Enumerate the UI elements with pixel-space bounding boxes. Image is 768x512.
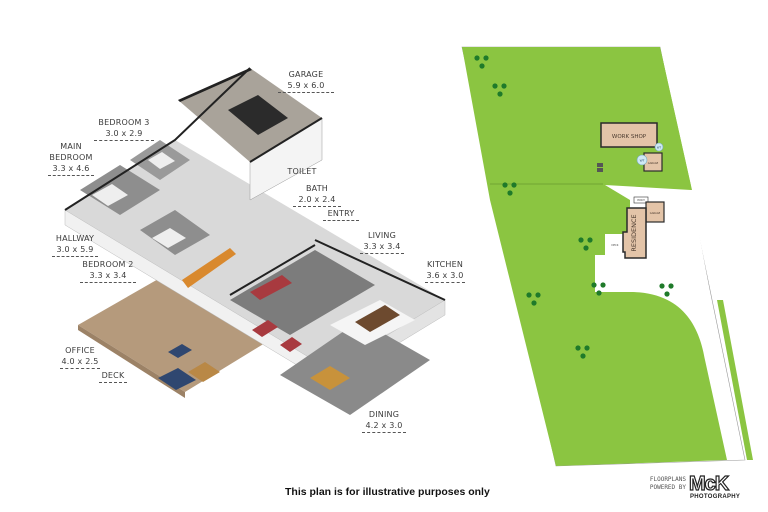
workshop-label: WORK SHOP [612, 134, 647, 140]
water-tank-label: WT [657, 146, 662, 150]
floorplan-illustration [64, 67, 446, 415]
water-tank-icon [636, 154, 648, 166]
room-label-hallway: HALLWAY 3.0 x 5.9 [52, 233, 98, 257]
brand-powered-by: FLOORPLANS POWERED BY [649, 476, 686, 491]
brand-photography: PHOTOGRAPHY [690, 494, 741, 500]
deck-label: DECK [612, 243, 619, 247]
porch-label: PORCH [637, 199, 645, 202]
residence-garage-label: GARAGE [650, 211, 661, 215]
tree-clusters [474, 55, 674, 359]
room-label-deck: DECK [99, 370, 127, 383]
room-label-bedroom-2: BEDROOM 2 3.3 x 3.4 [80, 259, 136, 283]
room-label-bath: BATH 2.0 x 2.4 [293, 183, 341, 207]
brand-mck-logo: McK [688, 473, 729, 495]
shed-garage-label: GARAGE [648, 161, 659, 165]
disclaimer-text: This plan is for illustrative purposes o… [285, 486, 490, 498]
site-plan: WORK SHOP GARAGE RESIDENCE GARAGE DECK P… [455, 40, 765, 470]
water-tank-icon [654, 142, 664, 152]
residence-building [622, 207, 647, 259]
workshop-building [600, 122, 658, 148]
room-label-bedroom-3: BEDROOM 3 3.0 x 2.9 [94, 117, 154, 141]
room-label-toilet: TOILET [287, 167, 317, 176]
room-label-office: OFFICE 4.0 x 2.5 [60, 345, 100, 369]
floorplan-3d: GARAGE 5.9 x 6.0 BEDROOM 3 3.0 x 2.9 MAI… [48, 67, 465, 433]
residence-label: RESIDENCE [630, 214, 638, 251]
water-tank-label: WT [640, 159, 645, 163]
room-label-living: LIVING 3.3 x 3.4 [360, 230, 404, 254]
room-label-kitchen: KITCHEN 3.6 x 3.0 [425, 259, 465, 283]
room-label-garage: GARAGE 5.9 x 6.0 [278, 69, 334, 93]
site-plan-map: WORK SHOP GARAGE RESIDENCE GARAGE DECK P… [461, 46, 753, 467]
room-label-entry: ENTRY [323, 208, 359, 221]
brand-logo: FLOORPLANS POWERED BY McK PHOTOGRAPHY [628, 473, 758, 504]
room-label-dining: DINING 4.2 x 3.0 [362, 409, 406, 433]
room-label-main-bedroom: MAIN BEDROOM 3.3 x 4.6 [48, 141, 94, 176]
